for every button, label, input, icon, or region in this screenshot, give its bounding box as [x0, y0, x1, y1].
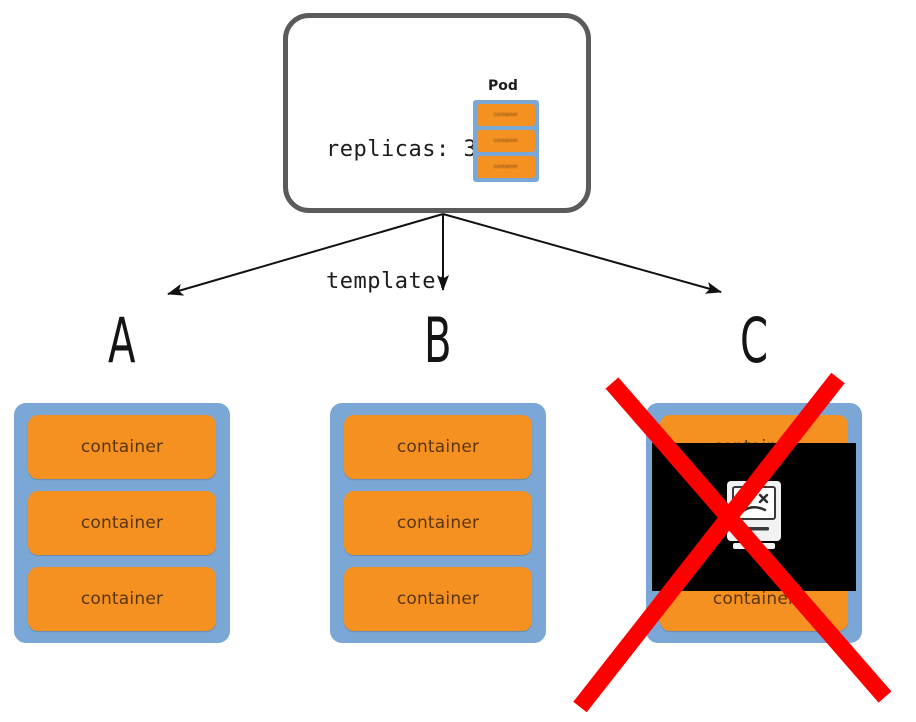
spec-line-replicas: replicas: 3 [326, 137, 478, 162]
pod-a-container-3-label: container [80, 589, 164, 609]
pod-b-container-2-label: container [396, 513, 480, 533]
template-container-1: container [477, 104, 535, 126]
template-container-1-label: container [493, 112, 519, 118]
template-container-3: container [477, 156, 535, 178]
pod-a-container-1-label: container [80, 437, 164, 457]
replicaset-spec-box: replicas: 3 template: Pod container cont… [283, 13, 591, 294]
sad-mac-icon [727, 481, 781, 549]
pod-a-container-2-label: container [80, 513, 164, 533]
spec-line-template: template: [326, 269, 450, 294]
template-container-3-label: container [493, 164, 519, 170]
pod-b-container-3: container [344, 567, 532, 631]
template-pod-label: Pod [488, 78, 518, 94]
arrow-to-c [442, 213, 722, 294]
template-pod-body: container container container [473, 100, 539, 182]
pod-label-b: B [424, 304, 452, 377]
template-container-2: container [477, 130, 535, 152]
pod-c-crash-screen [652, 443, 856, 591]
pod-b: container container container [330, 403, 546, 643]
pod-label-c: C [740, 304, 769, 377]
pod-b-container-3-label: container [396, 589, 480, 609]
pod-b-container-1: container [344, 415, 532, 479]
pod-a-container-1: container [28, 415, 216, 479]
spec-text-block: replicas: 3 template: [326, 40, 477, 392]
pod-a: container container container [14, 403, 230, 643]
template-pod-thumbnail: Pod container container container [463, 78, 543, 208]
pod-label-a: A [108, 304, 136, 377]
pod-a-container-2: container [28, 491, 216, 555]
template-container-2-label: container [493, 138, 519, 144]
pod-b-container-1-label: container [396, 437, 480, 457]
pod-c-container-3-label: container [712, 589, 796, 609]
pod-b-container-2: container [344, 491, 532, 555]
pod-a-container-3: container [28, 567, 216, 631]
